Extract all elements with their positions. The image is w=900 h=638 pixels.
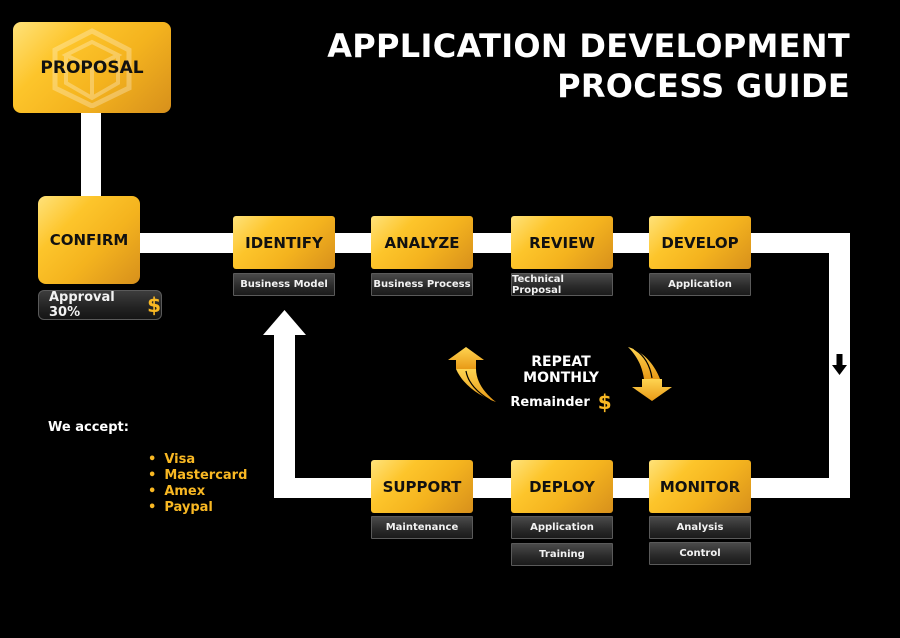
- step-deploy[interactable]: DEPLOY: [511, 460, 613, 513]
- step-label: MONITOR: [659, 477, 741, 496]
- payment-heading: We accept:: [48, 420, 129, 435]
- step-support[interactable]: SUPPORT: [371, 460, 473, 513]
- down-arrow-icon: [832, 354, 847, 375]
- proposal-box[interactable]: PROPOSAL: [13, 22, 171, 113]
- proposal-label: PROPOSAL: [40, 57, 144, 78]
- step-sub-label: Business Model: [233, 273, 335, 296]
- payment-method: Visa: [148, 452, 247, 468]
- remainder-label: Remainder: [510, 394, 590, 410]
- step-label: ANALYZE: [384, 233, 460, 252]
- box-icon: [52, 28, 132, 108]
- step-sub-label: Business Process: [371, 273, 473, 296]
- step-sub-label: Application: [649, 273, 751, 296]
- dollar-icon: $: [597, 390, 612, 414]
- connector-left-vertical: [274, 333, 295, 498]
- payment-methods-list: Visa Mastercard Amex Paypal: [148, 452, 247, 516]
- step-label: IDENTIFY: [245, 233, 323, 252]
- step-label: DEPLOY: [529, 477, 595, 496]
- step-sub-label: Maintenance: [371, 516, 473, 539]
- payment-method: Paypal: [148, 500, 247, 516]
- dollar-icon: $: [147, 293, 161, 317]
- step-monitor[interactable]: MONITOR: [649, 460, 751, 513]
- step-sub-label: Technical Proposal: [511, 273, 613, 296]
- repeat-heading: REPEAT MONTHLY: [523, 354, 599, 386]
- curved-arrow-down-icon: [628, 347, 672, 401]
- step-sub-label: Analysis: [649, 516, 751, 539]
- step-analyze[interactable]: ANALYZE: [371, 216, 473, 269]
- confirm-box[interactable]: CONFIRM: [38, 196, 140, 284]
- up-arrow-icon: [263, 310, 306, 335]
- approval-text: Approval 30%: [49, 290, 115, 320]
- title-line-1: APPLICATION DEVELOPMENT: [327, 27, 850, 65]
- step-label: SUPPORT: [382, 477, 462, 496]
- page-title: APPLICATION DEVELOPMENT PROCESS GUIDE: [327, 26, 850, 106]
- title-line-2: PROCESS GUIDE: [557, 67, 850, 105]
- approval-badge: Approval 30% $: [38, 290, 162, 320]
- payment-method: Amex: [148, 484, 247, 500]
- step-label: REVIEW: [529, 233, 595, 252]
- confirm-label: CONFIRM: [49, 231, 129, 249]
- step-sub-label: Control: [649, 542, 751, 565]
- curved-arrow-up-icon: [448, 347, 496, 402]
- step-review[interactable]: REVIEW: [511, 216, 613, 269]
- step-sub-label: Training: [511, 543, 613, 566]
- step-label: DEVELOP: [661, 233, 739, 252]
- payment-method: Mastercard: [148, 468, 247, 484]
- connector-proposal-confirm: [81, 112, 101, 198]
- step-sub-label: Application: [511, 516, 613, 539]
- step-develop[interactable]: DEVELOP: [649, 216, 751, 269]
- step-identify[interactable]: IDENTIFY: [233, 216, 335, 269]
- repeat-monthly-label: REPEAT MONTHLY Remainder $: [496, 354, 626, 414]
